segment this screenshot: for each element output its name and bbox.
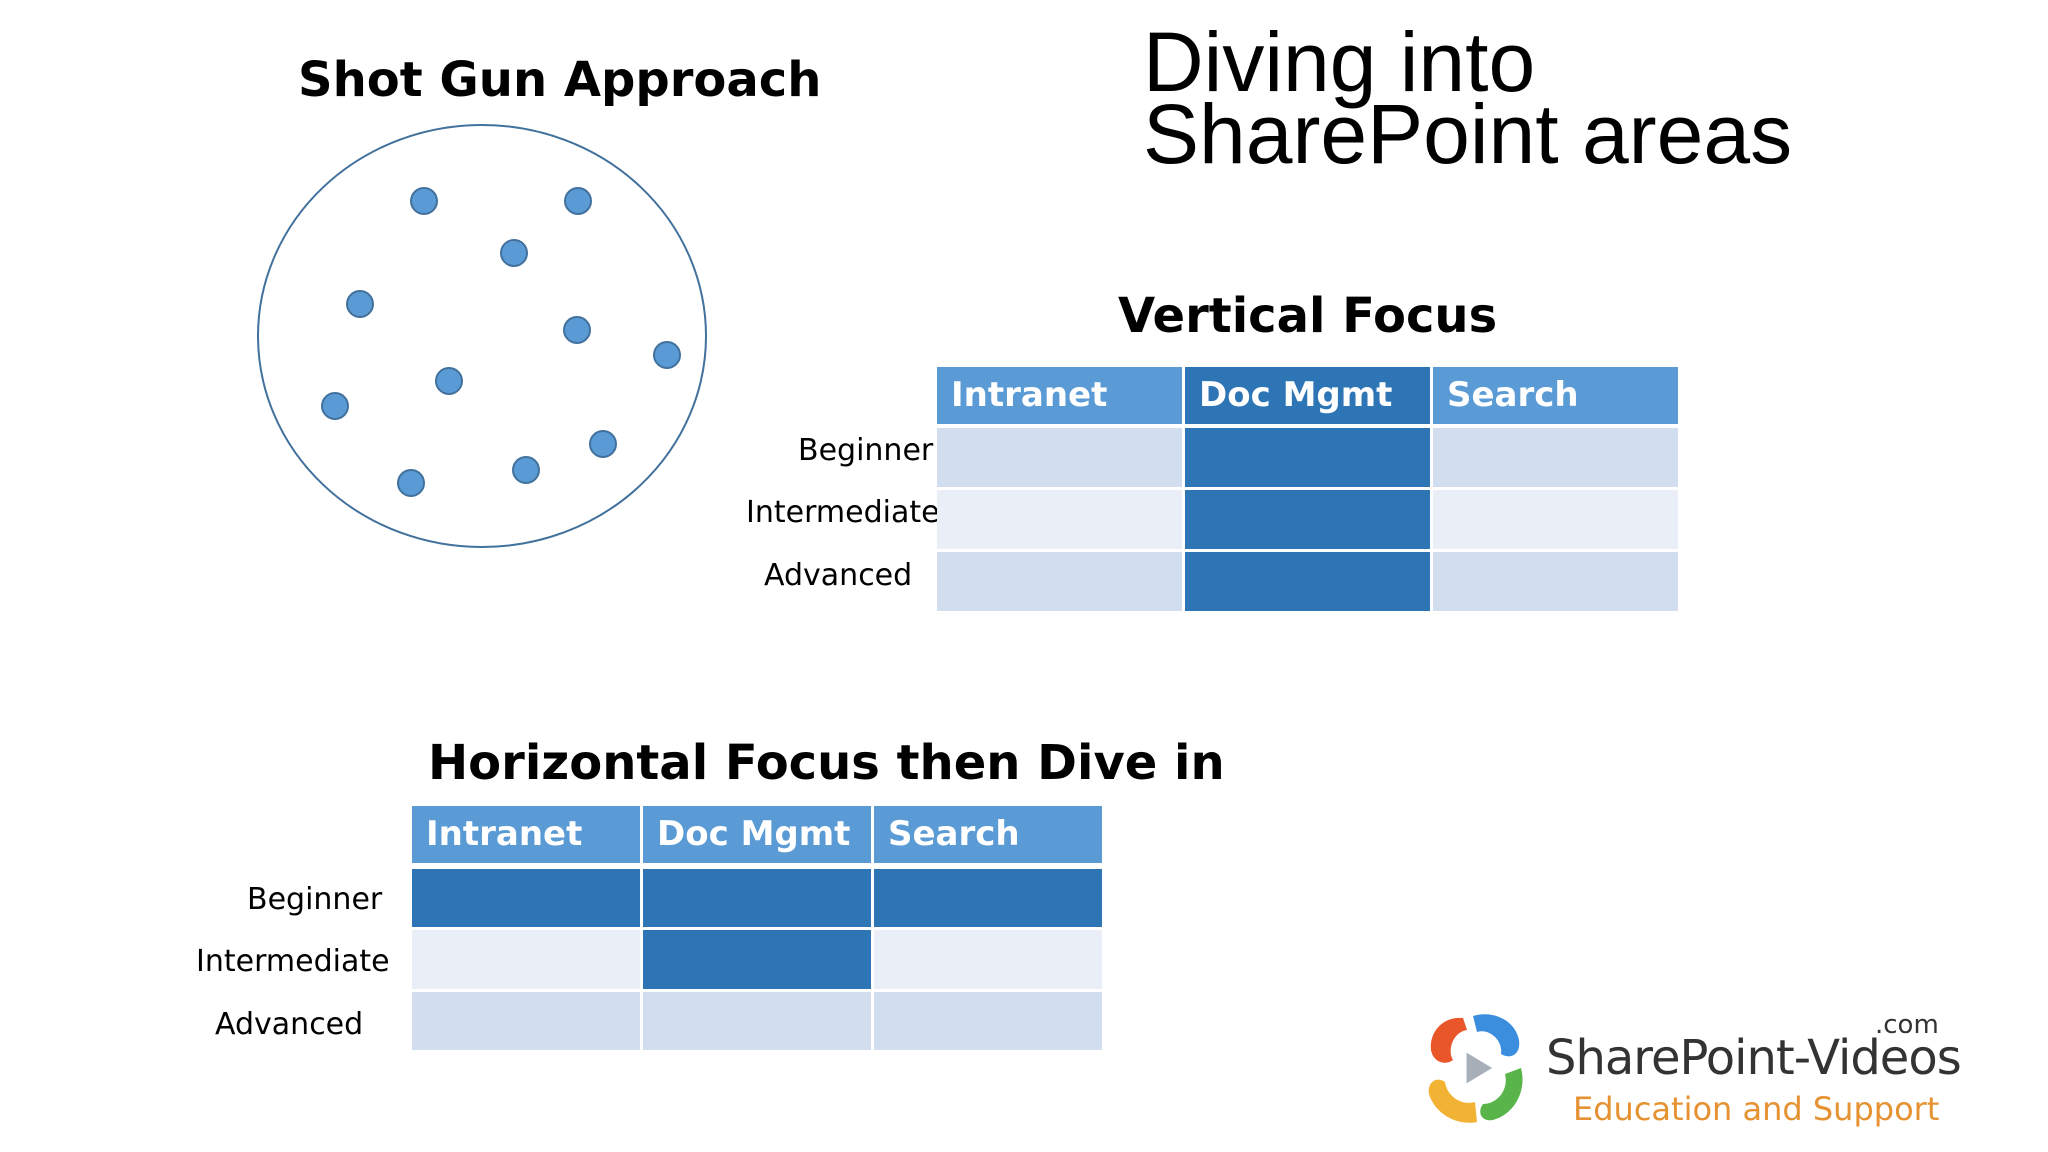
shotgun-dot bbox=[397, 469, 425, 497]
vertical-row-label-beginner: Beginner bbox=[798, 433, 934, 468]
logo-name: SharePoint-Videos bbox=[1546, 1030, 1962, 1086]
page-title-line-1: Diving into bbox=[1143, 15, 1536, 109]
shotgun-dot bbox=[410, 187, 438, 215]
shotgun-dot bbox=[321, 392, 349, 420]
logo-tagline: Education and Support bbox=[1573, 1090, 1940, 1128]
vertical-cell-highlight bbox=[1185, 490, 1430, 549]
vertical-cell bbox=[1433, 428, 1678, 487]
shotgun-dot bbox=[512, 456, 540, 484]
horizontal-cell bbox=[874, 930, 1102, 989]
shotgun-dot bbox=[564, 187, 592, 215]
page-title-line-2: SharePoint areas bbox=[1143, 87, 1793, 181]
horizontal-cell-highlight bbox=[412, 869, 640, 927]
vertical-header-search: Search bbox=[1433, 367, 1678, 424]
vertical-focus-heading: Vertical Focus bbox=[1118, 288, 1498, 344]
horizontal-cell-highlight bbox=[874, 869, 1102, 927]
vertical-row-label-intermediate: Intermediate bbox=[746, 495, 940, 530]
horizontal-row-label-intermediate: Intermediate bbox=[196, 944, 390, 979]
horizontal-cell bbox=[643, 992, 871, 1050]
vertical-header-doc-mgmt: Doc Mgmt bbox=[1185, 367, 1430, 424]
shotgun-dot bbox=[346, 290, 374, 318]
vertical-cell bbox=[1433, 490, 1678, 549]
shotgun-dot bbox=[589, 430, 617, 458]
vertical-cell-highlight bbox=[1185, 428, 1430, 487]
logo-tld: .com bbox=[1875, 1010, 1939, 1040]
horizontal-cell-highlight bbox=[643, 869, 871, 927]
vertical-row-label-advanced: Advanced bbox=[764, 558, 913, 593]
vertical-cell bbox=[937, 428, 1182, 487]
vertical-cell bbox=[1433, 552, 1678, 611]
shotgun-diagram bbox=[257, 124, 707, 548]
horizontal-header-doc-mgmt: Doc Mgmt bbox=[643, 806, 871, 863]
horizontal-cell bbox=[412, 930, 640, 989]
vertical-cell bbox=[937, 552, 1182, 611]
horizontal-header-search: Search bbox=[874, 806, 1102, 863]
vertical-cell bbox=[937, 490, 1182, 549]
shotgun-heading: Shot Gun Approach bbox=[298, 52, 822, 108]
horizontal-cell bbox=[412, 992, 640, 1050]
shotgun-dot bbox=[435, 367, 463, 395]
horizontal-cell-highlight bbox=[643, 930, 871, 989]
shotgun-circle bbox=[257, 124, 707, 548]
horizontal-row-label-advanced: Advanced bbox=[215, 1007, 364, 1042]
page-title: Diving into SharePoint areas bbox=[1143, 15, 1793, 181]
horizontal-row-label-beginner: Beginner bbox=[247, 882, 383, 917]
logo-mark-icon bbox=[1428, 1014, 1523, 1123]
horizontal-focus-heading: Horizontal Focus then Dive in bbox=[428, 735, 1225, 791]
horizontal-header-intranet: Intranet bbox=[412, 806, 640, 863]
horizontal-cell bbox=[874, 992, 1102, 1050]
shotgun-dot bbox=[500, 239, 528, 267]
sharepoint-videos-logo: .com SharePoint-Videos Education and Sup… bbox=[1423, 1010, 1962, 1135]
vertical-cell-highlight bbox=[1185, 552, 1430, 611]
shotgun-dot bbox=[653, 341, 681, 369]
vertical-header-intranet: Intranet bbox=[937, 367, 1182, 424]
shotgun-dot bbox=[563, 316, 591, 344]
